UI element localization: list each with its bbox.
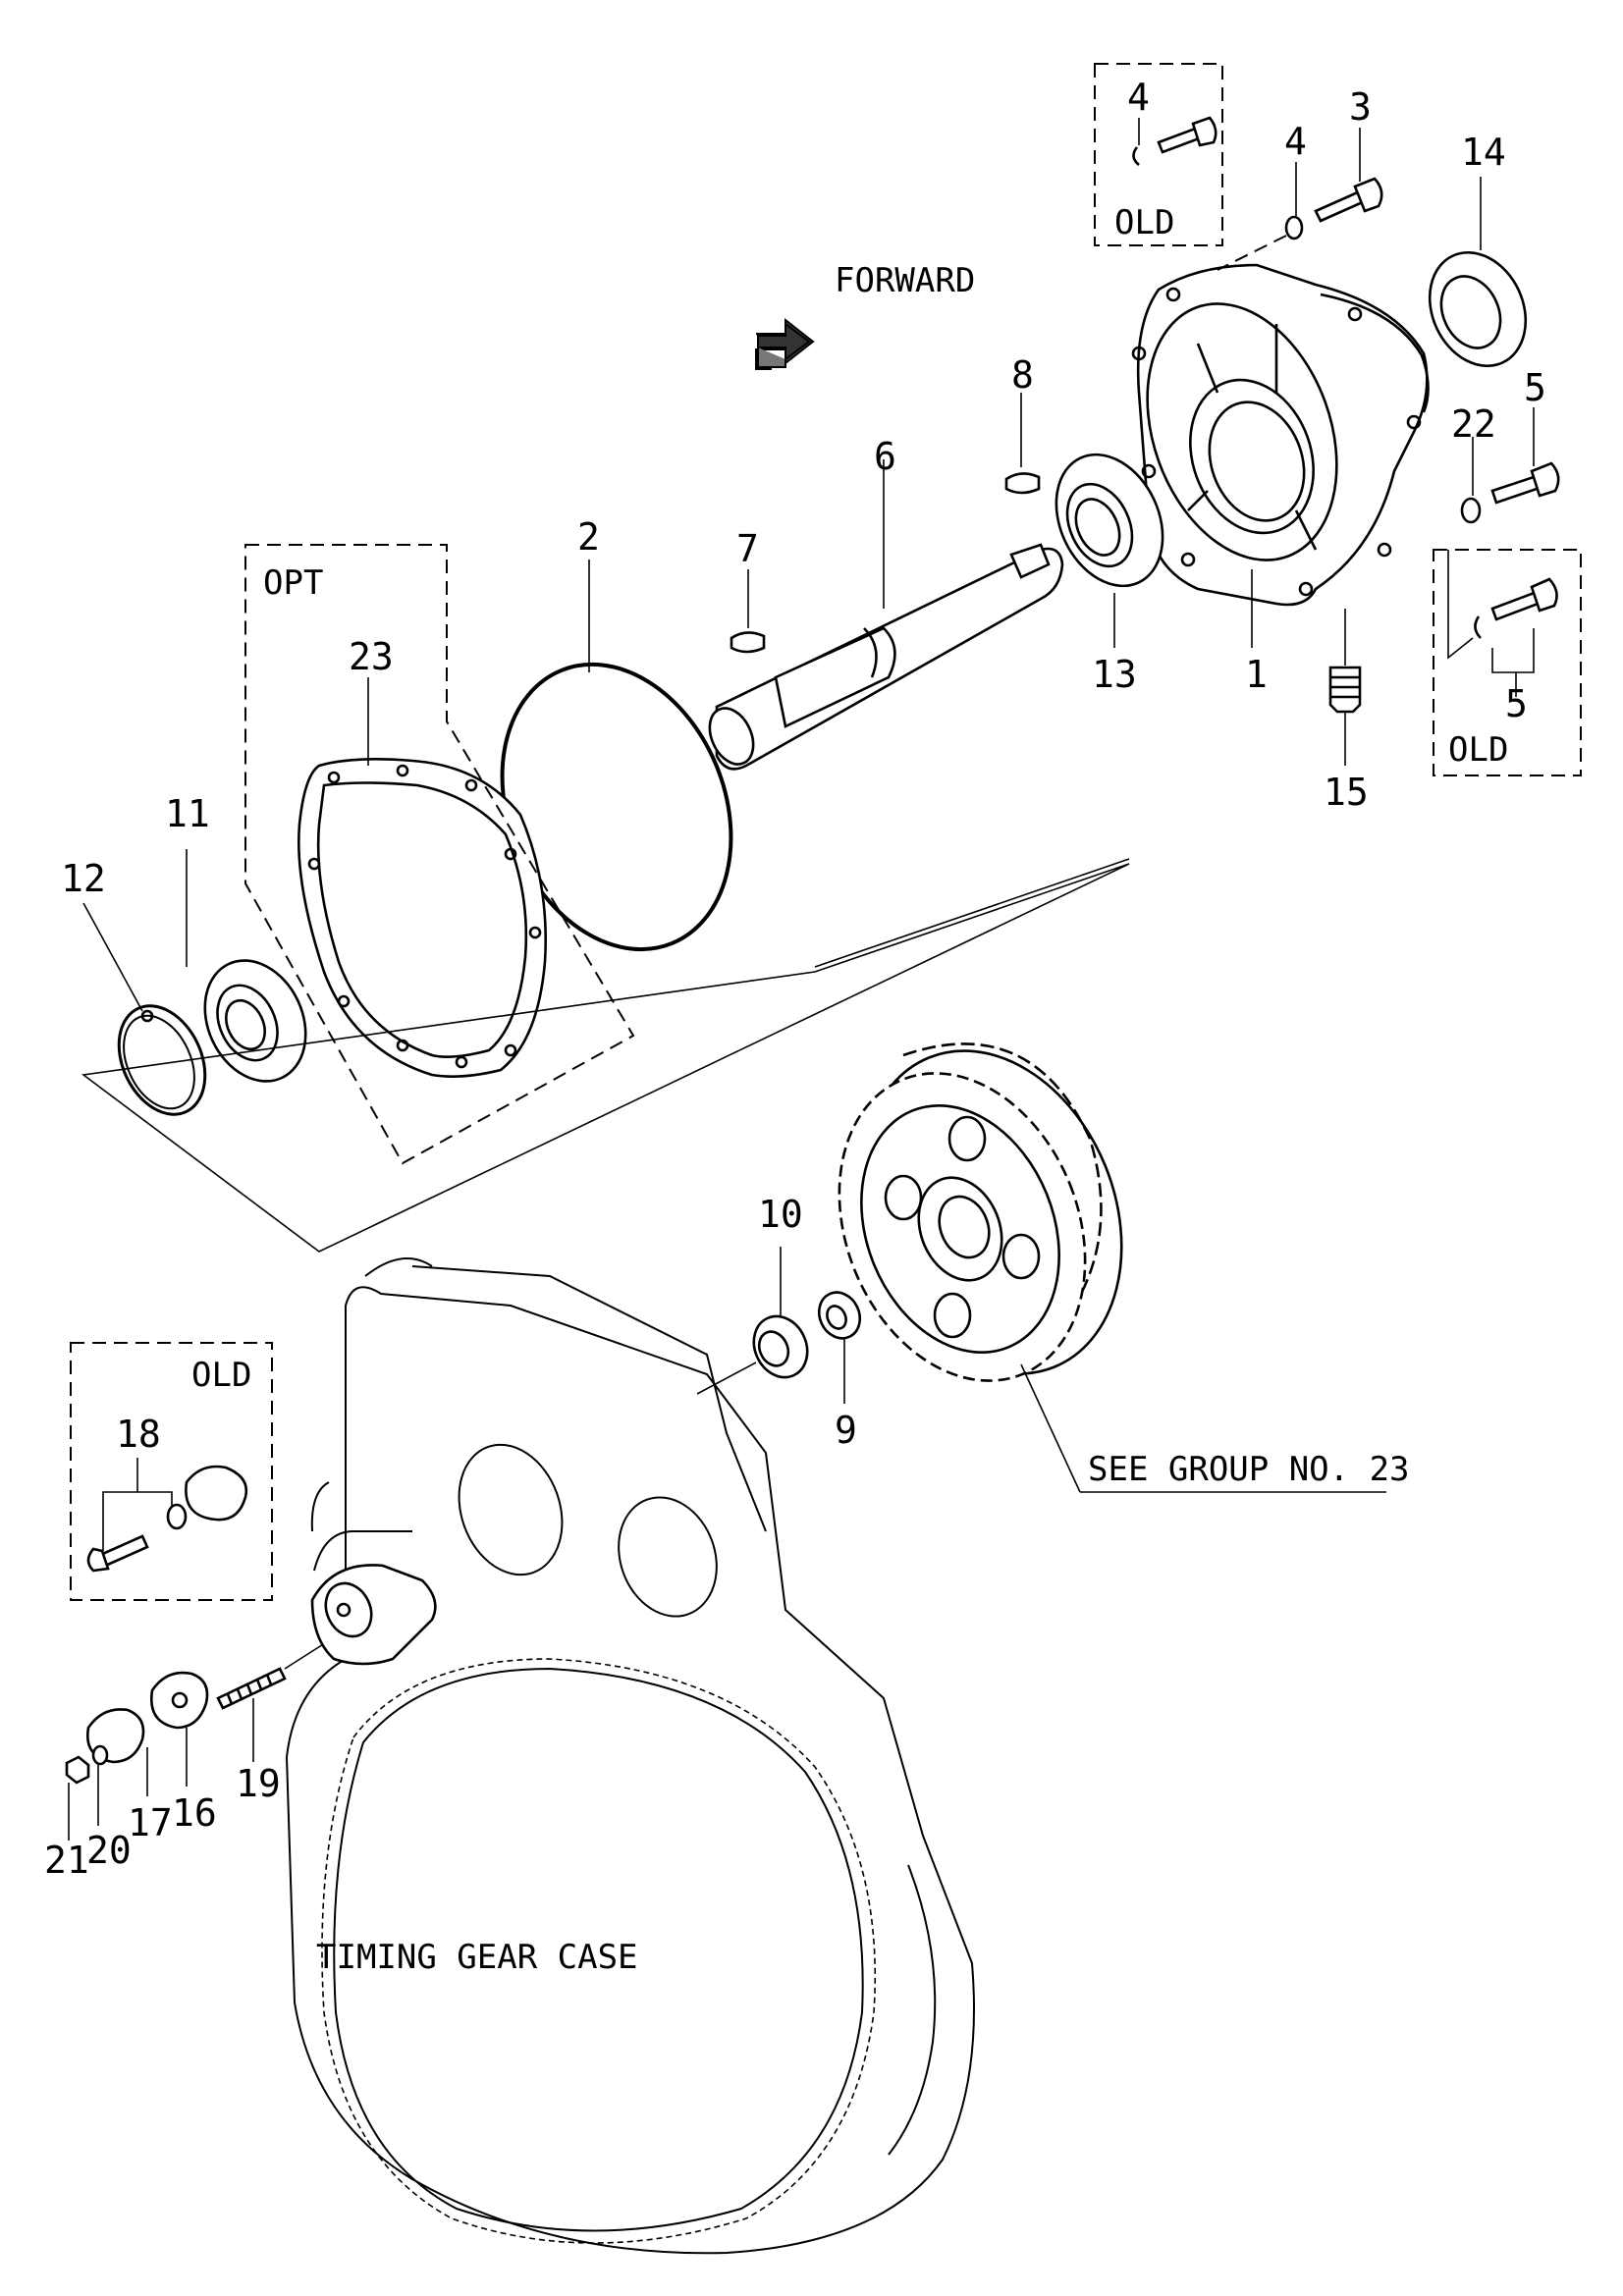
timing-gear-case-label: TIMING GEAR CASE bbox=[316, 1938, 638, 1977]
callout-10: 10 bbox=[758, 1193, 803, 1236]
part-14-bearing bbox=[1428, 177, 1528, 368]
old-box-left-label: OLD bbox=[191, 1356, 251, 1395]
part-15-plug bbox=[1328, 609, 1362, 766]
callout-19: 19 bbox=[236, 1762, 281, 1805]
callout-18: 18 bbox=[116, 1413, 161, 1456]
callout-11: 11 bbox=[165, 792, 210, 835]
part-1-housing bbox=[1131, 263, 1430, 648]
callout-16: 16 bbox=[172, 1791, 217, 1835]
callout-13: 13 bbox=[1092, 653, 1137, 696]
part-13-bearing bbox=[1055, 453, 1164, 648]
opt-label: OPT bbox=[263, 563, 323, 603]
callout-2: 2 bbox=[577, 515, 600, 559]
callout-14: 14 bbox=[1461, 131, 1506, 174]
callout-17: 17 bbox=[128, 1801, 173, 1844]
opt-box: OPT bbox=[244, 544, 635, 1165]
part-11-bearing bbox=[186, 849, 307, 1083]
callout-20: 20 bbox=[86, 1829, 132, 1872]
callout-3: 3 bbox=[1349, 85, 1372, 129]
part-21-nut bbox=[65, 1755, 90, 1841]
assembly-guide-lines bbox=[81, 858, 1130, 1253]
callout-22: 22 bbox=[1451, 402, 1496, 446]
part-5-bolt bbox=[1490, 407, 1560, 505]
pump-boss bbox=[310, 1481, 437, 1666]
old-box-left: OLD bbox=[70, 1342, 273, 1601]
callout-23: 23 bbox=[349, 635, 394, 678]
see-group-note: SEE GROUP NO. 23 bbox=[1088, 1450, 1410, 1489]
part-9-washer bbox=[817, 1291, 862, 1404]
part-16-gasket bbox=[149, 1671, 209, 1787]
part-3-bolt bbox=[1314, 128, 1383, 223]
callout-7: 7 bbox=[736, 527, 759, 570]
old-box-top: OLD bbox=[1094, 63, 1223, 246]
callout-4-old: 4 bbox=[1127, 76, 1150, 119]
part-19-stud bbox=[216, 1633, 340, 1762]
callout-numbers: 1 2 3 4 4 5 5 6 7 8 9 10 11 12 13 14 15 … bbox=[44, 76, 1546, 1882]
old-box-top-label: OLD bbox=[1114, 203, 1174, 242]
part-6-shaft bbox=[708, 459, 1064, 771]
part-20-washer bbox=[91, 1744, 109, 1826]
part-12-snap-ring bbox=[82, 902, 207, 1116]
callout-6: 6 bbox=[874, 435, 896, 478]
forward-arrow: FORWARD bbox=[755, 261, 975, 370]
callout-8: 8 bbox=[1011, 353, 1034, 397]
forward-label: FORWARD bbox=[835, 261, 975, 300]
callout-9: 9 bbox=[835, 1409, 857, 1452]
timing-gear-case bbox=[285, 1257, 975, 2255]
callout-12: 12 bbox=[61, 857, 106, 900]
part-4-washer bbox=[1217, 162, 1304, 271]
callout-1: 1 bbox=[1245, 653, 1268, 696]
callout-4: 4 bbox=[1284, 120, 1307, 163]
old-box-right-label: OLD bbox=[1448, 730, 1508, 770]
callout-5-old: 5 bbox=[1505, 682, 1528, 725]
old-box-right: OLD bbox=[1433, 549, 1582, 776]
callout-21: 21 bbox=[44, 1839, 89, 1882]
part-10-bushing bbox=[696, 1247, 809, 1395]
idler-gear bbox=[838, 1042, 1386, 1493]
callout-15: 15 bbox=[1324, 771, 1369, 814]
part-7-key bbox=[730, 569, 766, 654]
callout-5: 5 bbox=[1524, 366, 1546, 409]
part-8-key bbox=[1004, 393, 1041, 495]
part-22-washer bbox=[1460, 437, 1482, 524]
